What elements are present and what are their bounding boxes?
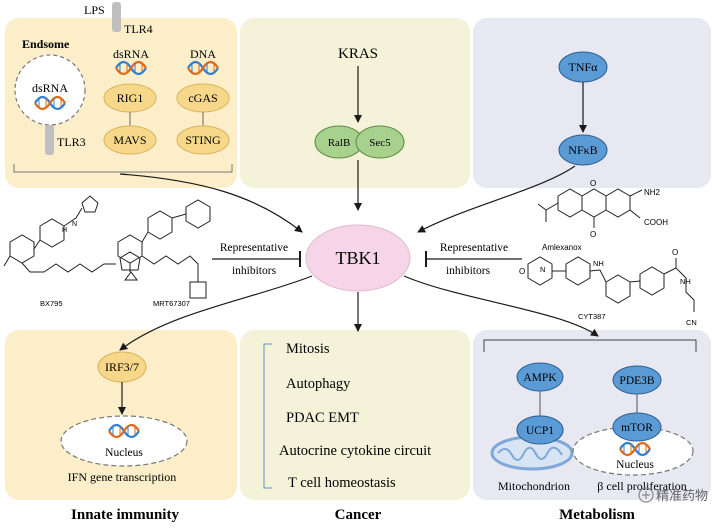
tlr3-receptor xyxy=(45,125,54,155)
right-inhibitors-label-line2: inhibitors xyxy=(446,265,491,277)
sec5-label: Sec5 xyxy=(369,137,391,149)
left-inhibitors-label-line2: inhibitors xyxy=(232,265,277,277)
pde3b-label: PDE3B xyxy=(619,375,654,387)
beta-cell-caption: β cell proliferation xyxy=(597,479,686,493)
nfkb-to-tbk1-arrow xyxy=(417,165,576,233)
amlexanox-atom-o2: O xyxy=(590,230,596,239)
cyt387-structure xyxy=(527,256,695,312)
mitochondrion-shape: UCP1 xyxy=(490,415,574,471)
ralb-label: RalB xyxy=(328,137,351,149)
dna-header: DNA xyxy=(190,47,216,61)
mavs-node: MAVS xyxy=(103,125,157,155)
cancer-item-mitosis: Mitosis xyxy=(286,341,330,357)
cancer-upper-panel xyxy=(240,18,470,188)
tbk1-to-innate-arrow xyxy=(119,275,313,351)
metabolism-upper-panel xyxy=(473,18,711,188)
cyt387-atom-nh: NH xyxy=(593,259,604,268)
tbk1-node: TBK1 xyxy=(305,224,411,292)
sec5-node: Sec5 xyxy=(355,125,405,159)
cancer-list-bracket xyxy=(263,343,272,489)
endosome-vesicle xyxy=(14,54,86,126)
cyt387-atom-o: O xyxy=(519,267,525,276)
mrt67307-label: MRT67307 xyxy=(153,299,190,308)
kras-label: KRAS xyxy=(338,46,378,62)
innate-to-tbk1-arrow xyxy=(119,173,303,233)
ampk-node: AMPK xyxy=(516,362,564,392)
amlexanox-label: Amlexanox xyxy=(542,243,582,252)
nfkb-label: NFκB xyxy=(568,143,597,157)
cancer-item-tcell: T cell homeostasis xyxy=(288,475,396,491)
bx795-structure xyxy=(3,195,141,273)
cyt387-atom-n: N xyxy=(540,265,545,274)
metabolism-section-title: Metabolism xyxy=(559,507,635,523)
ralb-node: RalB xyxy=(314,125,364,159)
nfkb-node: NFκB xyxy=(558,134,608,166)
metabolism-nucleus-label: Nucleus xyxy=(616,459,654,471)
right-inhibitors-label-line1: Representative xyxy=(440,242,508,254)
watermark-text: 精准药物 xyxy=(656,488,708,503)
rig1-node: RIG1 xyxy=(103,83,157,113)
cancer-lower-panel xyxy=(240,330,470,500)
endosome-label: Endsome xyxy=(22,37,70,51)
tlr3-label: TLR3 xyxy=(57,135,86,149)
left-inhibitors-label-line1: Representative xyxy=(220,242,288,254)
tlr4-label: TLR4 xyxy=(124,22,153,36)
sting-label: STING xyxy=(185,133,221,147)
cgas-label: cGAS xyxy=(188,91,217,105)
rig1-label: RIG1 xyxy=(117,91,144,105)
ifn-caption: IFN gene transcription xyxy=(68,470,177,484)
innate-nucleus xyxy=(60,415,188,467)
cancer-item-autophagy: Autophagy xyxy=(286,376,351,392)
tbk1-label: TBK1 xyxy=(336,248,381,268)
pde3b-node: PDE3B xyxy=(612,365,662,395)
bx795-atom-n: N xyxy=(72,221,77,228)
amlexanox-atom-o: O xyxy=(590,179,596,188)
mitochondrion-caption: Mitochondrion xyxy=(498,479,570,493)
amlexanox-structure xyxy=(537,188,643,228)
sting-node: STING xyxy=(176,125,230,155)
innate-lower-panel xyxy=(5,330,237,500)
cyt387-label: CYT387 xyxy=(578,312,606,321)
cyt387-atom-nh2: NH xyxy=(680,277,691,286)
cancer-item-pdac-emt: PDAC EMT xyxy=(286,410,359,426)
amlexanox-cooh: COOH xyxy=(644,218,668,227)
lps-label: LPS xyxy=(84,3,105,17)
tnfa-node: TNFα xyxy=(558,51,608,83)
bx795-atom-h: H xyxy=(62,227,67,234)
cyt387-cn: CN xyxy=(686,318,697,327)
irf37-label: IRF3/7 xyxy=(105,360,139,374)
ampk-label: AMPK xyxy=(523,372,557,384)
mtor-label: mTOR xyxy=(621,422,653,434)
amlexanox-nh2: NH2 xyxy=(644,188,661,197)
cancer-section-title: Cancer xyxy=(335,507,382,523)
innate-bracket xyxy=(13,164,233,173)
cgas-node: cGAS xyxy=(176,83,230,113)
tnfa-label: TNFα xyxy=(569,60,599,74)
dsrna-header: dsRNA xyxy=(113,47,149,61)
cancer-item-autocrine: Autocrine cytokine circuit xyxy=(279,443,431,459)
metabolism-bracket xyxy=(483,339,697,352)
mtor-node: mTOR xyxy=(612,412,662,442)
mavs-label: MAVS xyxy=(113,133,146,147)
tbk1-to-metabolism-arrow xyxy=(403,275,599,337)
metabolism-lower-panel xyxy=(473,330,711,500)
mrt67307-structure xyxy=(117,199,211,299)
innate-nucleus-label: Nucleus xyxy=(105,447,143,459)
bx795-label: BX795 xyxy=(40,299,63,308)
watermark: 精准药物 xyxy=(638,487,708,503)
innate-section-title: Innate immunity xyxy=(71,507,179,523)
cyt387-atom-o2: O xyxy=(672,248,678,257)
irf37-node: IRF3/7 xyxy=(97,351,147,383)
ucp1-label-front: UCP1 xyxy=(526,425,554,437)
tlr4-receptor xyxy=(112,2,121,32)
endosome-dsrna-label: dsRNA xyxy=(32,81,68,95)
